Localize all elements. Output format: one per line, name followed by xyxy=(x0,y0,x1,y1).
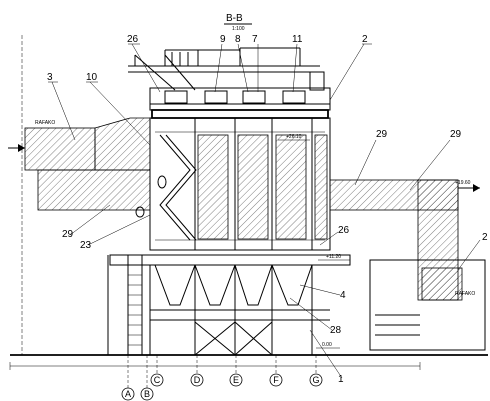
svg-text:E: E xyxy=(233,375,239,385)
callout-11: 11 xyxy=(292,34,303,45)
callout-8: 8 xyxy=(235,34,241,45)
axis-bubble-c: C xyxy=(150,373,164,387)
inlet-note: RAFAKO xyxy=(35,120,55,126)
support-structure xyxy=(107,254,313,356)
svg-text:F: F xyxy=(273,375,279,385)
callout-28: 28 xyxy=(330,325,342,336)
elevation-ground: 0.00 xyxy=(322,342,332,348)
axis-bubble-b: B xyxy=(140,387,154,401)
axis-bubble-d: D xyxy=(190,373,204,387)
inlet-duct: RAFAKO xyxy=(8,117,151,211)
svg-text:G: G xyxy=(312,375,319,385)
callout-26-top: 26 xyxy=(127,34,139,45)
fan-housing: RAFAKO xyxy=(369,259,486,351)
hoppers xyxy=(109,254,351,321)
elevation-outlet: +19.60 xyxy=(455,180,471,186)
axis-bubble-f: F xyxy=(269,373,283,387)
precipitator-casing xyxy=(135,117,331,251)
axis-bubble-g: G xyxy=(309,373,323,387)
fan-note: RAFAKO xyxy=(455,291,475,297)
section-scale: 1:100 xyxy=(232,26,245,32)
callout-26-mid: 26 xyxy=(338,225,350,236)
roof-structure xyxy=(128,47,325,91)
svg-text:A: A xyxy=(125,389,131,399)
callout-29-a: 29 xyxy=(376,129,388,140)
callout-4: 4 xyxy=(340,290,346,301)
elevation-top: +26.10 xyxy=(286,134,302,140)
svg-text:D: D xyxy=(194,375,201,385)
callout-leaders xyxy=(48,43,481,379)
callout-2-right: 2 xyxy=(482,232,488,243)
callout-10: 10 xyxy=(86,72,98,83)
svg-text:C: C xyxy=(154,375,161,385)
callout-9: 9 xyxy=(220,34,226,45)
callout-23: 23 xyxy=(80,240,92,251)
axis-bubble-e: E xyxy=(229,373,243,387)
callout-29-c: 29 xyxy=(62,229,74,240)
callout-7: 7 xyxy=(252,34,258,45)
callout-2-top: 2 xyxy=(362,34,368,45)
elevation-mid: +11.20 xyxy=(326,254,341,260)
callout-3: 3 xyxy=(47,72,53,83)
axis-lines xyxy=(127,355,317,390)
rappers-row xyxy=(149,87,331,119)
svg-text:B: B xyxy=(144,389,150,399)
section-title: B-B xyxy=(226,13,243,24)
callout-1: 1 xyxy=(338,374,344,385)
callout-29-b: 29 xyxy=(450,129,462,140)
axis-bubble-a: A xyxy=(121,387,135,401)
